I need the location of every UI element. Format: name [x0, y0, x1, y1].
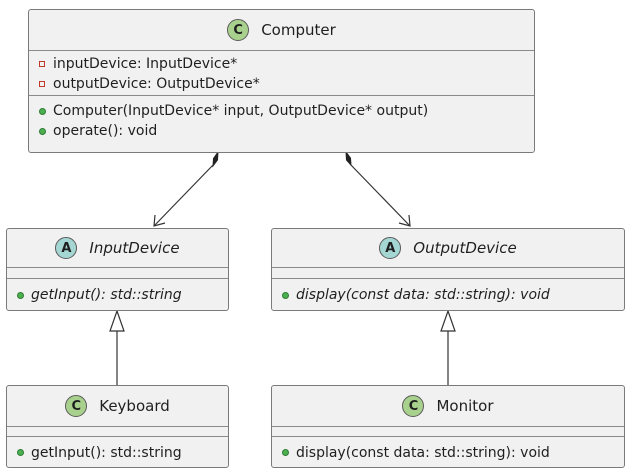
- class-name: Keyboard: [99, 397, 170, 415]
- inheritance-edge-monitor: [440, 309, 456, 385]
- inheritance-edge-keyboard: [109, 309, 125, 385]
- class-computer[interactable]: C Computer inputDevice: InputDevice* out…: [28, 9, 535, 153]
- class-badge-icon: C: [227, 19, 250, 41]
- attributes-compartment: [272, 426, 624, 436]
- class-monitor[interactable]: C Monitor display(const data: std::strin…: [271, 385, 625, 468]
- method-text: getInput(): std::string: [31, 287, 182, 303]
- class-output-device[interactable]: A OutputDevice display(const data: std::…: [271, 228, 625, 311]
- attributes-compartment: inputDevice: InputDevice* outputDevice: …: [29, 50, 534, 95]
- class-name: InputDevice: [89, 239, 180, 257]
- method-row: display(const data: std::string): void: [280, 443, 550, 463]
- public-visibility-icon: [38, 107, 46, 115]
- methods-compartment: Computer(InputDevice* input, OutputDevic…: [29, 95, 534, 152]
- arrowhead-icon: [153, 214, 166, 227]
- class-badge-icon: C: [402, 395, 425, 417]
- method-text: display(const data: std::string): void: [296, 287, 550, 303]
- methods-compartment: display(const data: std::string): void: [272, 278, 624, 311]
- methods-compartment: getInput(): std::string: [7, 278, 228, 311]
- abstract-badge-icon: A: [55, 237, 78, 259]
- composition-edge-output: [345, 150, 411, 227]
- attributes-compartment: [7, 267, 228, 278]
- attribute-row: inputDevice: InputDevice*: [37, 54, 526, 74]
- attribute-text: outputDevice: OutputDevice*: [53, 76, 260, 92]
- composition-diamond-icon: [212, 150, 219, 168]
- attribute-row: outputDevice: OutputDevice*: [37, 74, 526, 94]
- class-header: C Computer: [29, 10, 534, 50]
- composition-edge-input: [153, 150, 219, 227]
- inheritance-triangle-icon: [440, 309, 456, 332]
- private-visibility-icon: [39, 81, 45, 87]
- methods-compartment: display(const data: std::string): void: [272, 436, 624, 468]
- class-name: OutputDevice: [413, 239, 517, 257]
- attributes-compartment: [272, 267, 624, 278]
- public-visibility-icon: [38, 127, 46, 135]
- public-visibility-icon: [281, 291, 289, 299]
- public-visibility-icon: [281, 449, 289, 456]
- inheritance-triangle-icon: [109, 309, 125, 332]
- method-row: Computer(InputDevice* input, OutputDevic…: [37, 101, 526, 121]
- composition-diamond-icon: [345, 150, 352, 167]
- class-name: Monitor: [436, 397, 494, 415]
- public-visibility-icon: [16, 449, 24, 456]
- method-text: operate(): void: [53, 123, 158, 139]
- method-row: display(const data: std::string): void: [280, 285, 550, 305]
- class-name: Computer: [261, 21, 336, 39]
- method-row: getInput(): std::string: [15, 443, 182, 463]
- public-visibility-icon: [16, 291, 24, 299]
- class-keyboard[interactable]: C Keyboard getInput(): std::string: [6, 385, 229, 468]
- class-header: C Keyboard: [7, 386, 228, 426]
- method-row: operate(): void: [37, 121, 526, 141]
- class-header: A InputDevice: [7, 229, 228, 267]
- class-header: A OutputDevice: [272, 229, 624, 267]
- abstract-badge-icon: A: [379, 237, 402, 259]
- attributes-compartment: [7, 426, 228, 436]
- attribute-text: inputDevice: InputDevice*: [53, 56, 238, 72]
- private-visibility-icon: [39, 61, 45, 67]
- methods-compartment: getInput(): std::string: [7, 436, 228, 468]
- method-row: getInput(): std::string: [15, 285, 182, 305]
- class-badge-icon: C: [65, 395, 88, 417]
- method-text: Computer(InputDevice* input, OutputDevic…: [53, 103, 429, 119]
- class-input-device[interactable]: A InputDevice getInput(): std::string: [6, 228, 229, 311]
- arrowhead-icon: [398, 214, 411, 227]
- class-header: C Monitor: [272, 386, 624, 426]
- method-text: getInput(): std::string: [31, 444, 182, 461]
- method-text: display(const data: std::string): void: [296, 444, 550, 461]
